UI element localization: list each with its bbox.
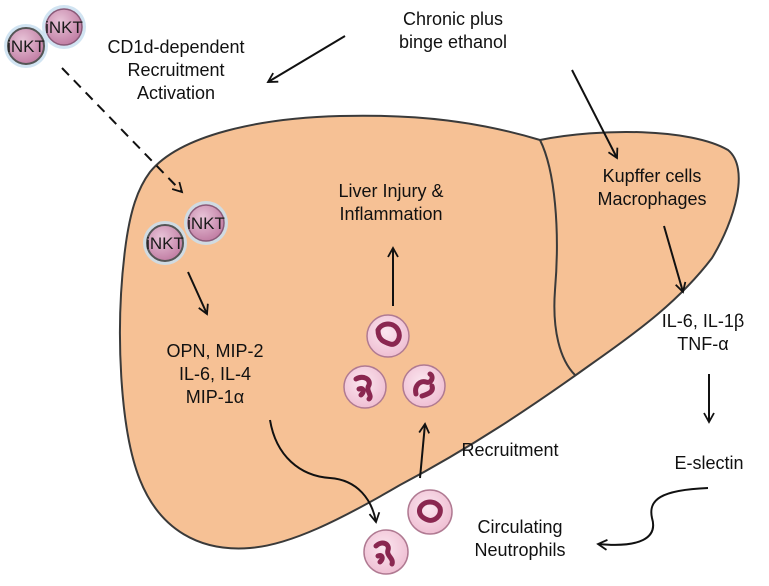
recruitment-text: Recruitment xyxy=(461,440,559,460)
left-cytokines-label: OPN, MIP-2 IL-6, IL-4 MIP-1α xyxy=(150,340,280,409)
neutrophil-cell xyxy=(407,489,453,535)
kupffer-line-2: Macrophages xyxy=(597,189,707,209)
left-cytokines-line-3: MIP-1α xyxy=(185,387,245,407)
neutrophil-cell xyxy=(343,365,387,409)
right-cytokines-label: IL-6, IL-1β TNF-α xyxy=(640,310,766,356)
left-cytokines-line-1: OPN, MIP-2 xyxy=(166,341,264,361)
eselectin-label: E-slectin xyxy=(656,452,762,475)
inkt-label: iNKT xyxy=(45,18,83,37)
circulating-line-1: Circulating xyxy=(477,517,563,537)
neutrophil-cell xyxy=(366,314,410,358)
right-cytokines-line-2: TNF-α xyxy=(677,334,729,354)
neutrophil-cell xyxy=(402,364,446,408)
cd1d-line-2: Recruitment xyxy=(127,60,225,80)
ethanol-to-kupffer-arrow xyxy=(571,69,619,160)
cd1d-line-1: CD1d-dependent xyxy=(107,37,245,57)
neutrophil-cell xyxy=(363,529,409,575)
eselectin-to-neutrophils-arrow xyxy=(596,487,709,551)
circulating-neutrophils-label: Circulating Neutrophils xyxy=(460,516,580,562)
inkt-label: iNKT xyxy=(7,37,45,56)
inkt-to-cytokines-arrow xyxy=(187,271,209,316)
cd1d-line-3: Activation xyxy=(136,83,216,103)
liver-injury-line-2: Inflammation xyxy=(339,204,443,224)
kupffer-label: Kupffer cells Macrophages xyxy=(582,165,722,211)
dashed-recruitment-arrow xyxy=(61,67,184,194)
liver-injury-line-1: Liver Injury & xyxy=(338,181,444,201)
chronic-line-2: binge ethanol xyxy=(398,32,508,52)
eselectin-text: E-slectin xyxy=(674,453,744,473)
kupffer-line-1: Kupffer cells xyxy=(602,166,702,186)
inkt-cell-top-left: iNKT xyxy=(4,24,48,68)
inkt-cell-liver-left: iNKT xyxy=(143,221,187,265)
liver-lobe-line xyxy=(539,139,576,376)
kupffer-to-cytokines-arrow xyxy=(663,225,687,294)
inkt-cell-top-right: iNKT xyxy=(42,5,86,49)
inkt-label: iNKT xyxy=(146,234,184,253)
left-cytokines-line-2: IL-6, IL-4 xyxy=(178,364,252,384)
recruitment-label: Recruitment xyxy=(448,439,572,462)
chronic-ethanol-label: Chronic plus binge ethanol xyxy=(378,8,528,54)
chronic-line-1: Chronic plus xyxy=(402,9,504,29)
liver-injury-label: Liver Injury & Inflammation xyxy=(316,180,466,226)
ethanol-to-cd1d-arrow xyxy=(266,35,346,83)
right-cytokines-line-1: IL-6, IL-1β xyxy=(661,311,745,331)
recruitment-arrow xyxy=(418,422,430,479)
inkt-label: iNKT xyxy=(187,214,225,233)
cytokines-to-neutrophils-arrow xyxy=(269,419,381,524)
cd1d-label: CD1d-dependent Recruitment Activation xyxy=(96,36,256,105)
inkt-cell-liver-right: iNKT xyxy=(184,201,228,245)
circulating-line-2: Neutrophils xyxy=(474,540,566,560)
liver-shape xyxy=(119,114,740,550)
